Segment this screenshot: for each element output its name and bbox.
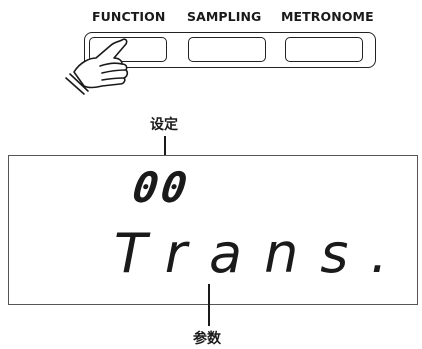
button-panel [84,32,376,68]
lcd-parameter: Trans. [114,222,410,285]
callout-parameter-line [208,284,210,326]
pointing-hand-icon [65,38,129,95]
sampling-button[interactable] [188,37,266,62]
metronome-button[interactable] [285,37,363,62]
function-label: FUNCTION [92,9,166,24]
metronome-label: METRONOME [281,9,374,24]
callout-setting-line [164,136,166,162]
sampling-label: SAMPLING [187,9,262,24]
lcd-display [8,155,418,305]
callout-parameter-label: 参数 [193,331,221,347]
callout-setting-label: 设定 [150,117,178,133]
lcd-value: 00 [129,163,194,212]
